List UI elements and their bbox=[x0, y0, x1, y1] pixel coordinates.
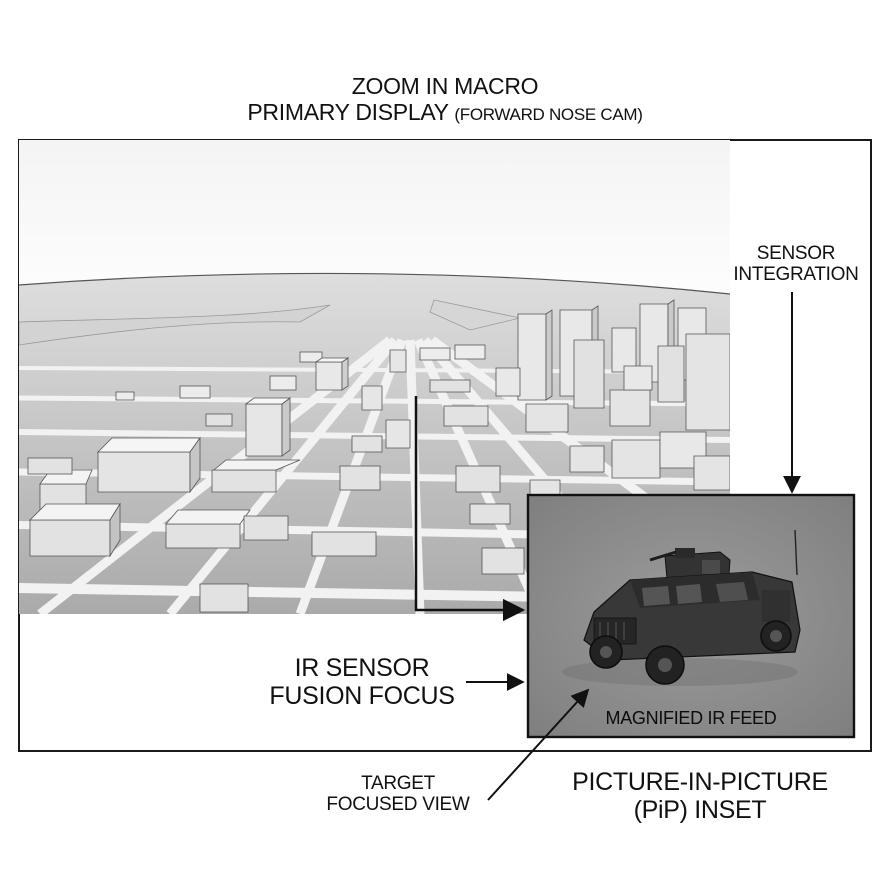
magnified-ir-feed-label: MAGNIFIED IR FEED bbox=[605, 708, 777, 728]
buildings bbox=[27, 344, 525, 613]
subtitle-main: PRIMARY DISPLAY bbox=[247, 98, 449, 125]
target-view-arrow bbox=[487, 688, 590, 801]
water-inlet bbox=[19, 304, 331, 346]
skyscrapers bbox=[495, 299, 730, 497]
target-view-label: TARGET FOCUSED VIEW bbox=[318, 773, 478, 816]
horizon-line bbox=[19, 272, 730, 295]
sensor-integration-label: SENSOR INTEGRATION bbox=[726, 243, 866, 286]
sensor-integration-line-2: INTEGRATION bbox=[733, 264, 859, 286]
ir-sensor-fusion-line-2: FUSION FOCUS bbox=[269, 682, 455, 710]
sensor-integration-line-1: SENSOR bbox=[756, 243, 836, 264]
water-inlet bbox=[429, 299, 521, 331]
diagram-subtitle: PRIMARY DISPLAY (FORWARD NOSE CAM) bbox=[195, 98, 695, 126]
target-view-line-2: FOCUSED VIEW bbox=[326, 794, 470, 816]
ir-sensor-fusion-label: IR SENSOR FUSION FOCUS bbox=[262, 654, 462, 710]
title-block: ZOOM IN MACRO PRIMARY DISPLAY (FORWARD N… bbox=[195, 73, 695, 126]
subtitle-paren: (FORWARD NOSE CAM) bbox=[454, 104, 643, 124]
pip-inset-line-1: PICTURE-IN-PICTURE bbox=[572, 768, 828, 796]
diagram-title: ZOOM IN MACRO bbox=[351, 73, 539, 99]
ir-sensor-fusion-line-1: IR SENSOR bbox=[294, 654, 430, 682]
pip-inset-line-2: (PiP) INSET bbox=[633, 796, 767, 824]
pip-inset-label: PICTURE-IN-PICTURE (PiP) INSET bbox=[560, 768, 840, 824]
fusion-path-arrow bbox=[414, 396, 526, 622]
target-view-line-1: TARGET bbox=[361, 773, 435, 794]
armored-humvee-icon bbox=[562, 529, 801, 686]
